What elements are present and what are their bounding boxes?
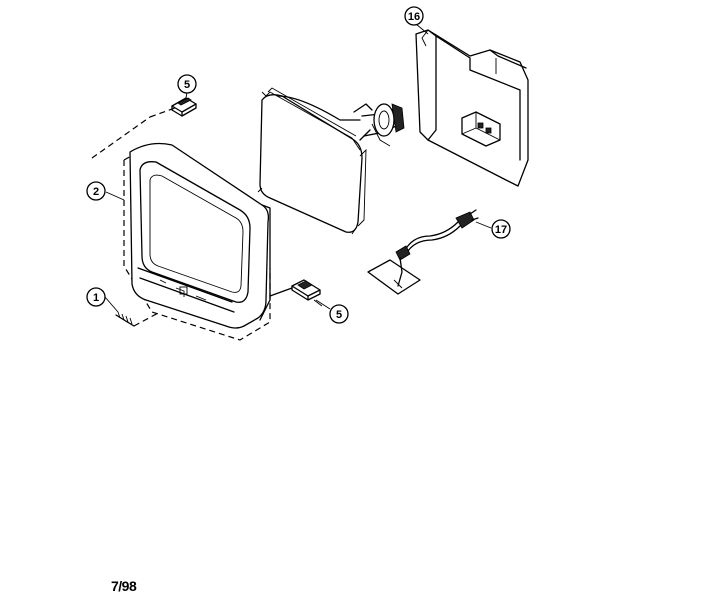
callout-5b: 5 xyxy=(329,304,349,324)
callout-17-label: 17 xyxy=(495,224,507,236)
callout-5b-label: 5 xyxy=(336,309,342,321)
callout-circle xyxy=(404,6,424,26)
picture-tube xyxy=(257,87,405,235)
front-cabinet xyxy=(91,116,271,341)
callout-2-label: 2 xyxy=(93,186,99,198)
callout-1-label: 1 xyxy=(93,292,99,304)
callout-circle xyxy=(329,304,349,324)
callout-5a: 5 xyxy=(177,74,197,94)
leader-lines xyxy=(104,23,492,313)
callout-16: 16 xyxy=(404,6,424,26)
callout-2: 2 xyxy=(86,181,106,201)
callout-circle xyxy=(177,74,197,94)
callout-circle xyxy=(491,219,511,239)
callout-16-label: 16 xyxy=(408,11,420,23)
callout-circle xyxy=(86,181,106,201)
power-cord xyxy=(367,209,479,295)
callout-circle xyxy=(86,287,106,307)
callout-5a-label: 5 xyxy=(184,79,190,91)
speaker-bracket-top xyxy=(149,97,197,118)
callout-1: 1 xyxy=(86,287,106,307)
callout-17: 17 xyxy=(491,219,511,239)
rear-cover xyxy=(415,29,529,187)
speaker-bracket-side xyxy=(269,279,323,307)
date-code: 7/98 xyxy=(111,578,137,594)
